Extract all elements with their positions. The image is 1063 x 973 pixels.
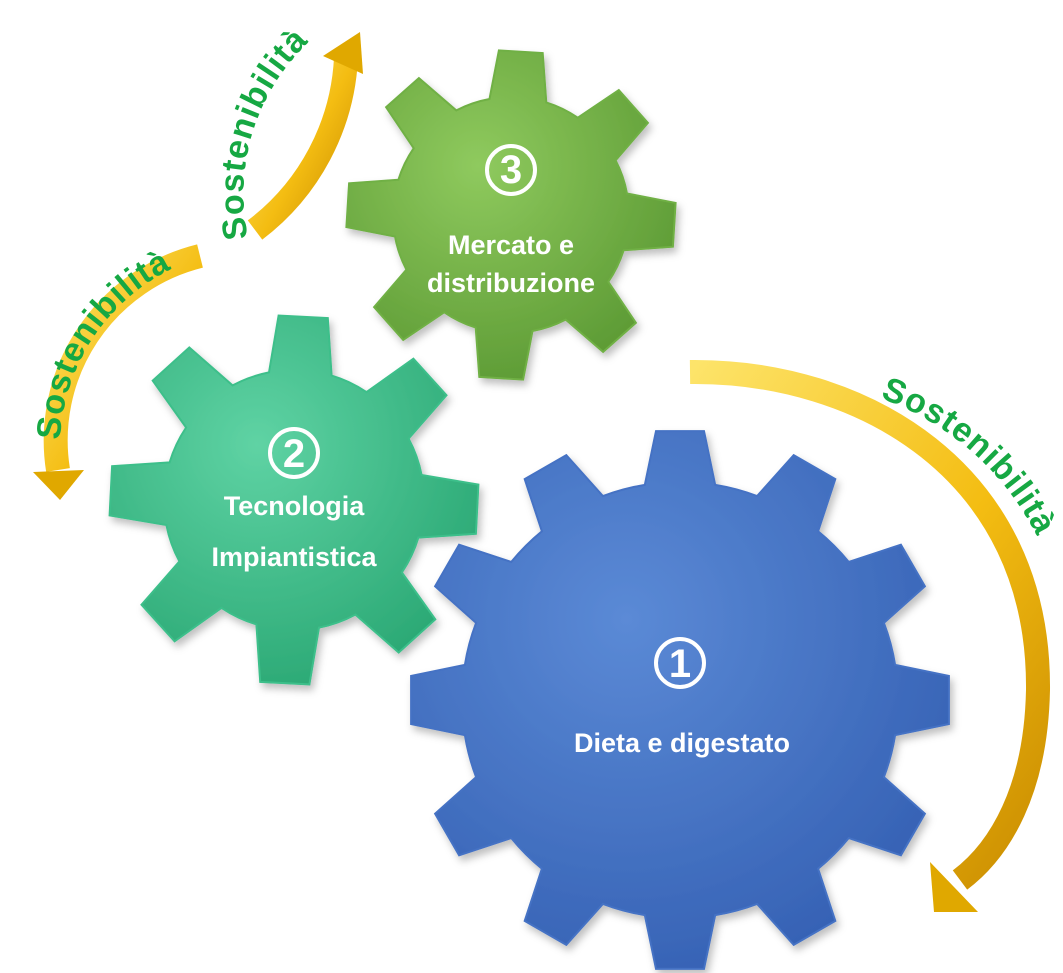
gear-dieta: 1 Dieta e digestato (410, 430, 950, 970)
gear-body (108, 314, 480, 686)
gear-title-2-line1: Tecnologia (224, 491, 365, 521)
gear-title-2-line2: Impiantistica (211, 542, 377, 572)
arc-arrow-left (33, 244, 203, 500)
arc-arrow-top (247, 32, 363, 240)
gear-number-1: 1 (669, 642, 691, 686)
gear-title-3-line2: distribuzione (427, 268, 595, 298)
gear-mercato: 3 Mercato e distribuzione (345, 49, 677, 381)
gear-body (345, 49, 677, 381)
gear-tecnologia: 2 Tecnologia Impiantistica (108, 314, 480, 686)
gear-number-ring-2 (268, 427, 320, 479)
arc-label-right: Sostenibilità (877, 370, 1063, 541)
gear-number-ring-1 (654, 637, 706, 689)
gear-body (410, 430, 950, 970)
gear-title-3-line1: Mercato e (448, 230, 574, 260)
gear-title-1: Dieta e digestato (574, 728, 790, 758)
arc-arrow-right (689, 359, 1051, 912)
gear-number-3: 3 (500, 148, 522, 192)
gear-number-ring-3 (485, 144, 537, 196)
gear-number-2: 2 (283, 432, 305, 476)
arc-label-left: Sostenibilità (30, 242, 177, 441)
